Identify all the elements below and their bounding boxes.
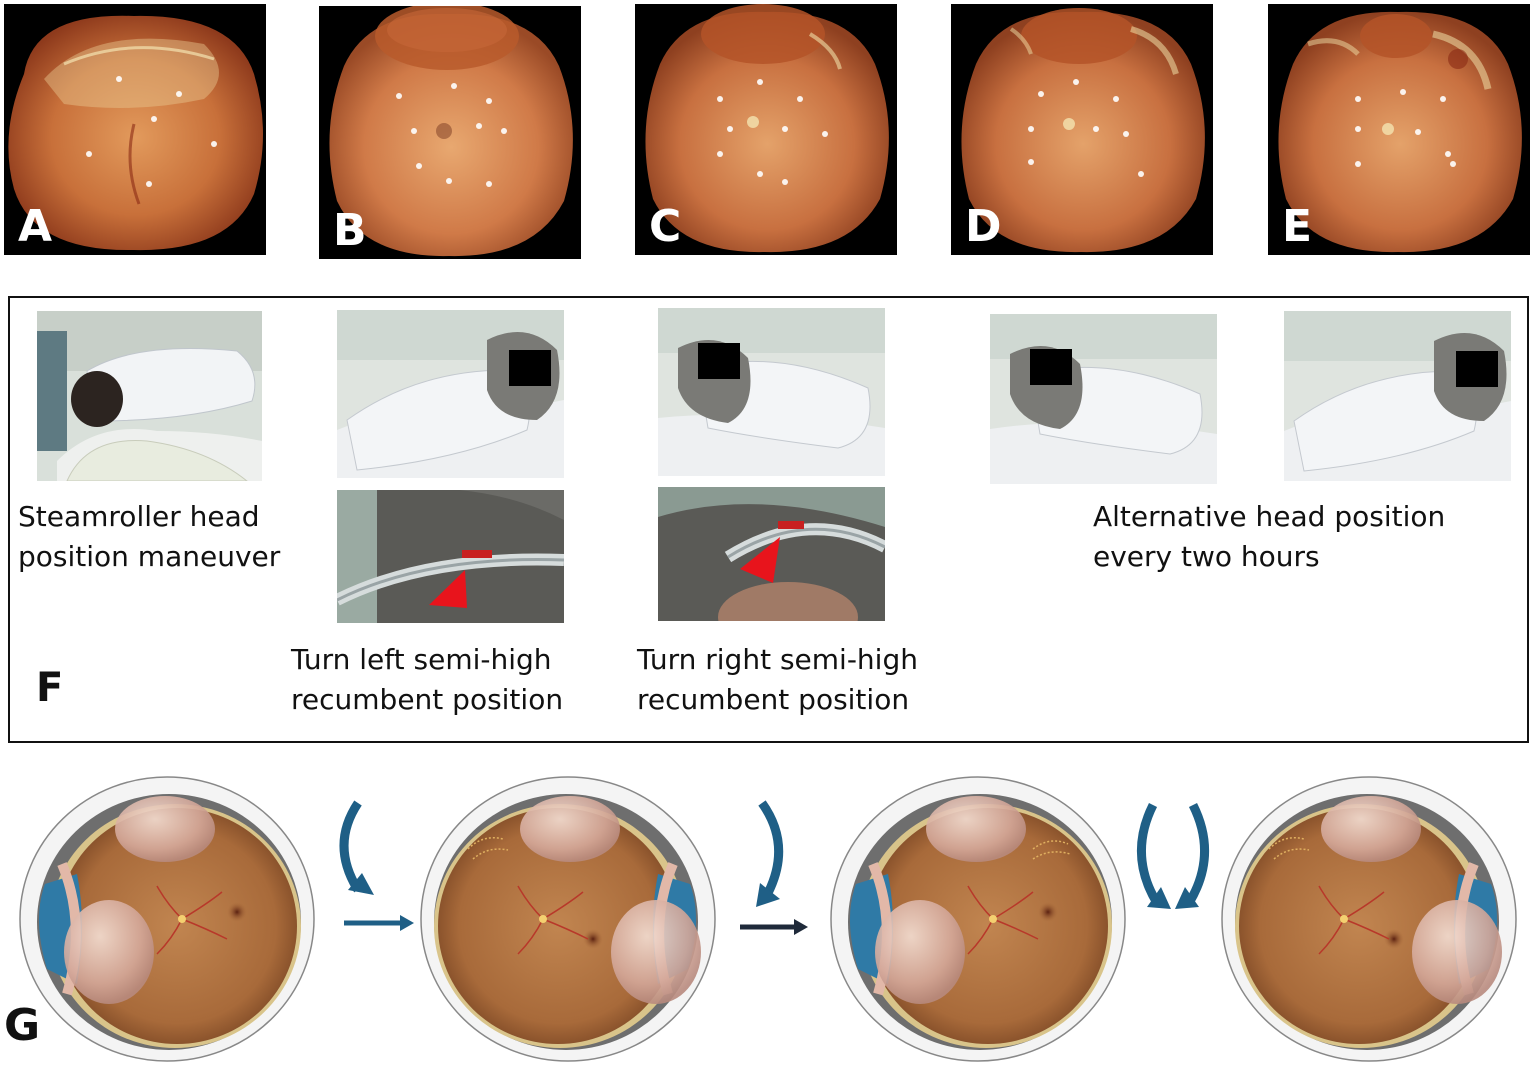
eye-diagram-1 <box>17 774 317 1064</box>
turn-right-detail-photo <box>658 487 885 621</box>
alternating-rotation-arrows <box>1136 796 1210 909</box>
panel-label-b: B <box>333 205 367 256</box>
eye-diagram-4 <box>1219 774 1519 1064</box>
alternative-position-photo-2 <box>1284 311 1511 481</box>
patient-left-side-image <box>337 310 564 478</box>
eye-illustration <box>420 776 716 1062</box>
fundus-image <box>329 6 573 257</box>
head-tube-right-image <box>658 487 885 621</box>
caption-steamroller: Steamroller head position maneuver <box>18 500 281 573</box>
panel-label-c: C <box>649 201 682 252</box>
fundus-image <box>645 4 889 253</box>
rotation-arrow-1 <box>339 800 414 931</box>
fundus-image <box>8 15 263 251</box>
pointer-arrowhead <box>429 570 467 608</box>
panel-label-g: G <box>4 1000 41 1051</box>
caption-alternative: Alternative head position every two hour… <box>1093 500 1446 573</box>
alternative-position-photo-1 <box>990 314 1217 484</box>
fundus-photo-e: E <box>1268 4 1530 255</box>
patient-right-side-image <box>990 314 1217 484</box>
eye-illustration <box>830 776 1126 1062</box>
fundus-photo-a: A <box>4 4 266 255</box>
eye-illustration <box>1221 776 1517 1062</box>
head-tube-left-image <box>337 490 564 623</box>
caption-turn-right: Turn right semi-high recumbent position <box>637 643 918 716</box>
turn-left-detail-photo <box>337 490 564 623</box>
panel-label-e: E <box>1282 201 1313 252</box>
patient-left-side-image <box>1284 311 1511 481</box>
fundus-image <box>1278 11 1522 253</box>
steamroller-photo <box>37 311 262 481</box>
fundus-photo-b: B <box>319 6 581 259</box>
caption-turn-left: Turn left semi-high recumbent position <box>291 643 564 716</box>
panel-label-d: D <box>965 201 1002 252</box>
panel-label-a: A <box>18 201 53 252</box>
turn-left-photo <box>337 310 564 478</box>
pointer-arrowhead <box>740 537 780 583</box>
head-position-panel <box>8 296 1529 743</box>
fundus-image <box>961 8 1205 253</box>
panel-label-f: F <box>36 665 64 711</box>
eye-illustration <box>19 776 315 1062</box>
turn-right-photo <box>658 308 885 476</box>
fundus-photo-d: D <box>951 4 1213 255</box>
rotation-arrow-2 <box>740 800 808 935</box>
patient-right-side-image <box>658 308 885 476</box>
eye-diagram-3 <box>828 774 1128 1064</box>
eye-diagram-2 <box>418 774 718 1064</box>
fundus-photo-c: C <box>635 4 897 255</box>
patient-prone-image <box>37 311 262 481</box>
